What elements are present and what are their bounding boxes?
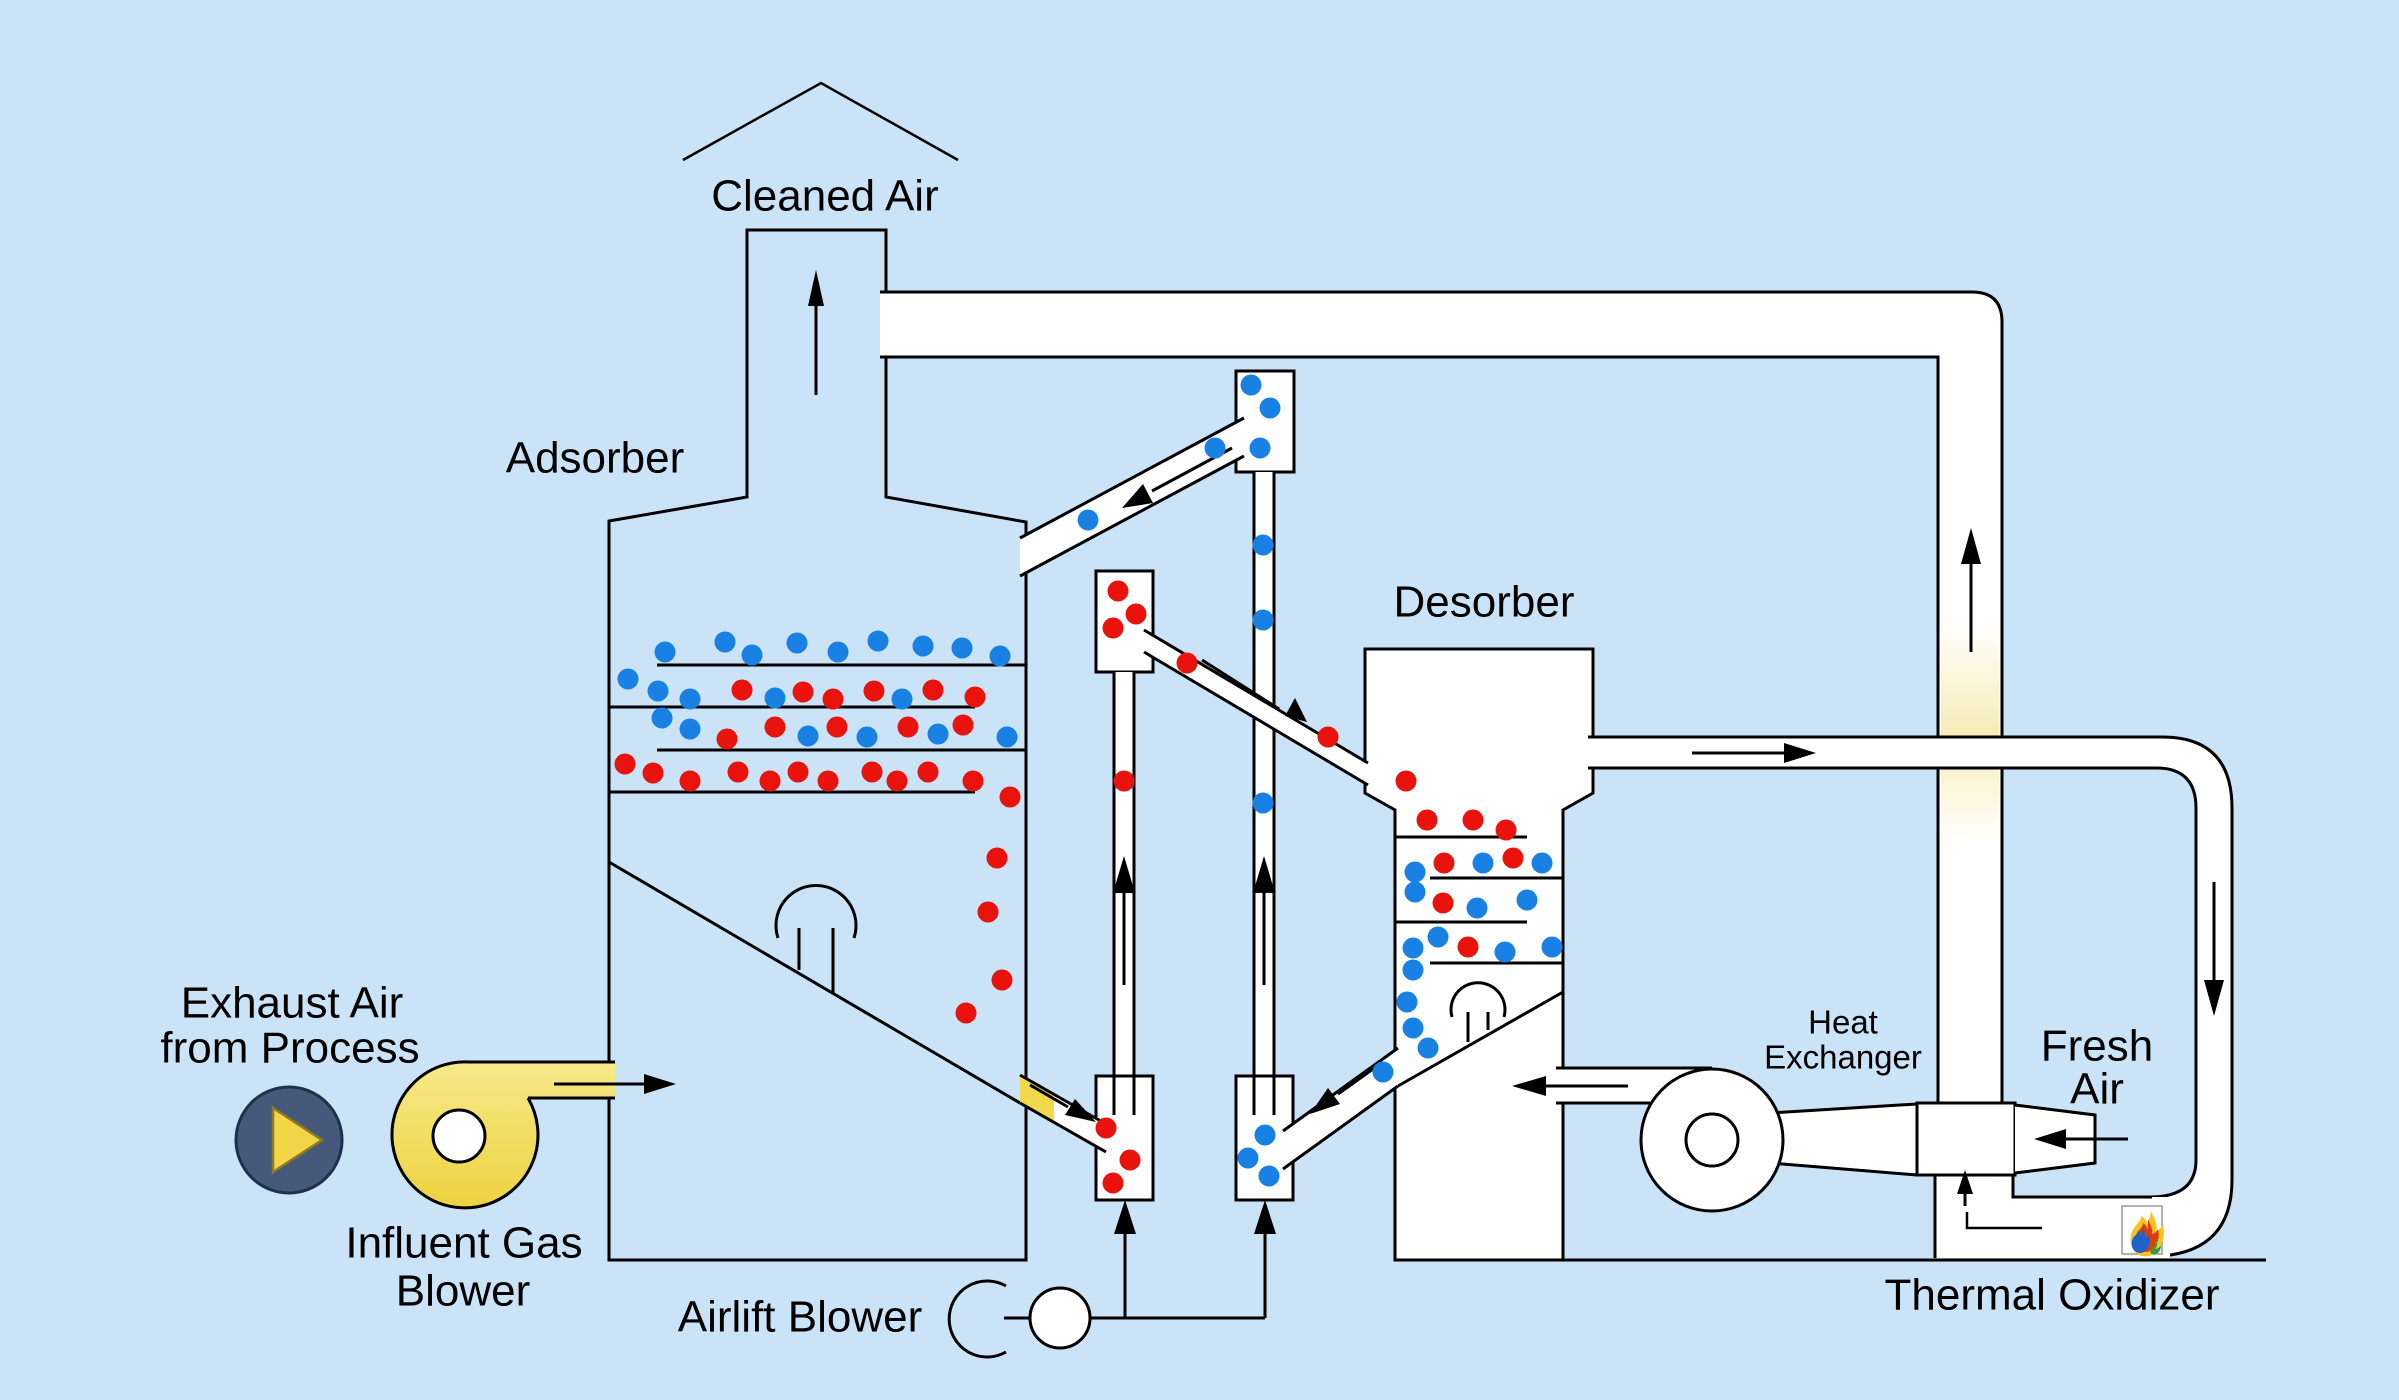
label-desorber: Desorber (1394, 578, 1575, 627)
label-fresh-air-line1: Fresh (2041, 1022, 2153, 1071)
label-exhaust-air-line1: Exhaust Air (181, 979, 404, 1028)
roof-chevron (682, 81, 959, 162)
riser-a-draft-tube (1112, 1076, 1136, 1115)
arrow-left-icon (1512, 1076, 1546, 1096)
desorber-outlet-funnel-icon (1449, 981, 1507, 1042)
pipe-heat-tint (1941, 620, 1999, 845)
label-fresh-air-line2: Air (2070, 1065, 2124, 1114)
flame-icon (2121, 1205, 2164, 1257)
duct-edge (2011, 1175, 2152, 1199)
label-adsorber: Adsorber (506, 434, 685, 483)
airlift-fan-circle (1028, 1286, 1092, 1350)
label-thermal-oxidizer: Thermal Oxidizer (1885, 1271, 2220, 1320)
arrow-up-icon (1957, 1170, 1973, 1194)
flow-arrow (1029, 1083, 1069, 1109)
arrow-up-icon (1961, 528, 1981, 564)
heat-exchanger-core (1915, 1101, 2017, 1177)
label-heat-exchanger-line1: Heat (1808, 1004, 1878, 1041)
influent-blower-hub (431, 1108, 487, 1164)
adsorbent-dots (614, 374, 1563, 1194)
arrow-left-icon (2034, 1129, 2066, 1149)
duct-edge (1588, 766, 2198, 809)
pipe-edge (2161, 806, 2234, 1258)
adsorber-trays (609, 663, 1026, 794)
label-cleaned-air: Cleaned Air (711, 172, 938, 221)
arrow-up-icon (1253, 856, 1275, 893)
arrow-up-icon (1114, 1200, 1136, 1234)
arrow-down-left-icon (1122, 484, 1153, 508)
arrow-right-icon (644, 1074, 676, 1094)
arrow-right-icon (1784, 743, 1816, 763)
airlift-arc (947, 1279, 1007, 1359)
arrow-up-icon (808, 270, 824, 306)
desorber-trays (1395, 835, 1563, 965)
riser-b-channel (1254, 472, 1274, 1076)
label-exhaust-air-line2: from Process (160, 1024, 419, 1073)
airlift-blower-icon (947, 1279, 1265, 1359)
channel-desorber-outlet (1282, 1046, 1399, 1171)
flow-arrow (1201, 658, 1280, 711)
thermal-oxidizer-duct (1935, 1175, 2170, 1258)
arrow-down-left-icon (1310, 1088, 1340, 1114)
recirculation-blower-hub (1684, 1112, 1740, 1168)
adsorber-outlet-funnel-icon (774, 884, 858, 994)
influent-gas-blower-icon (390, 1060, 615, 1210)
duct-edge (1588, 735, 2234, 809)
oxidizer-downpipe (2100, 800, 2232, 1258)
adsorber-sloped-floor (608, 860, 1021, 1105)
desorber-overhead-duct (1588, 737, 2232, 808)
arrow-up-icon (1254, 1200, 1276, 1234)
riser-b-draft-tube (1252, 1076, 1276, 1115)
duct-edge (1556, 1066, 1712, 1105)
channel-adsorber-outlet (1019, 1073, 1107, 1154)
burner-flow-line (1965, 1212, 2042, 1230)
arrow-up-icon (1113, 856, 1135, 893)
pipe-edge (2149, 806, 2198, 1199)
duct-edge (880, 355, 1940, 1103)
duct-edge (880, 290, 2004, 1103)
blower-nozzle (1770, 1104, 1917, 1175)
desorber-sloped-floor (1397, 990, 1564, 1088)
arrow-down-icon (2204, 980, 2224, 1016)
label-heat-exchanger-line2: Exchanger (1764, 1039, 1922, 1076)
nozzle-edge (1769, 1102, 1918, 1177)
play-icon (234, 1085, 344, 1195)
arrow-down-right-icon (1285, 698, 1307, 722)
label-airlift-blower: Airlift Blower (678, 1293, 923, 1342)
arrow-down-right-icon (1065, 1099, 1096, 1122)
label-influent-line2: Blower (396, 1267, 531, 1316)
label-influent-line1: Influent Gas (345, 1219, 582, 1268)
